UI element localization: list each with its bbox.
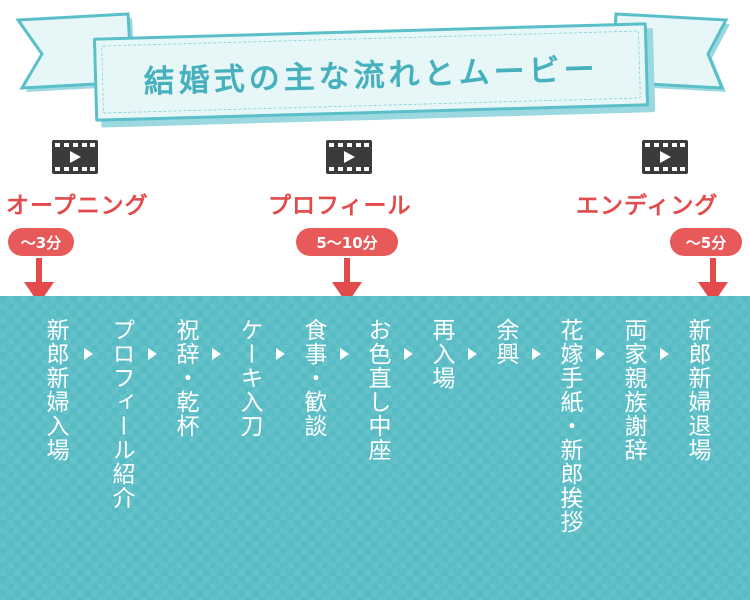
flow-arrow-icon — [84, 348, 93, 360]
title-banner: 結婚式の主な流れとムービー — [92, 22, 656, 128]
step-bride-letter-groom-speech: 花嫁手紙・新郎挨拶 — [556, 318, 582, 534]
step-family-thanks: 両家親族謝辞 — [620, 318, 646, 462]
flow-arrow-icon — [596, 348, 605, 360]
flow-arrow-icon — [404, 348, 413, 360]
step-grand-entrance: 新郎新婦入場 — [42, 318, 68, 462]
step-cake-cutting: ケーキ入刀 — [236, 318, 262, 438]
movie-icon — [326, 140, 372, 174]
ceremony-flow-panel — [0, 296, 750, 600]
flow-arrow-icon — [276, 348, 285, 360]
down-arrow-ending — [698, 258, 728, 304]
flow-arrow-icon — [148, 348, 157, 360]
step-dinner-chat: 食事・歓談 — [300, 318, 326, 438]
step-grand-exit: 新郎新婦退場 — [684, 318, 710, 462]
flow-arrow-icon — [340, 348, 349, 360]
duration-badge-ending: ～5分 — [670, 228, 742, 256]
flow-arrow-icon — [532, 348, 541, 360]
down-arrow-opening — [24, 258, 54, 304]
movie-icon — [642, 140, 688, 174]
step-speech-toast: 祝辞・乾杯 — [172, 318, 198, 438]
step-re-entrance: 再入場 — [428, 318, 454, 390]
movie-icon — [52, 140, 98, 174]
flow-arrow-icon — [660, 348, 669, 360]
phase-label-opening: オープニング — [6, 193, 149, 219]
duration-badge-opening: ～3分 — [8, 228, 74, 256]
flow-arrow-icon — [468, 348, 477, 360]
phase-label-ending: エンディング — [576, 193, 719, 219]
diagram-title: 結婚式の主な流れとムービー — [143, 51, 600, 100]
step-dress-change: お色直し中座 — [364, 318, 390, 462]
phase-label-profile: プロフィール — [268, 193, 412, 219]
duration-badge-profile: 5～10分 — [296, 228, 398, 256]
down-arrow-profile — [332, 258, 362, 304]
step-profile-introduction: プロフィール紹介 — [108, 318, 134, 510]
flow-arrow-icon — [212, 348, 221, 360]
step-entertainment: 余興 — [492, 318, 518, 366]
